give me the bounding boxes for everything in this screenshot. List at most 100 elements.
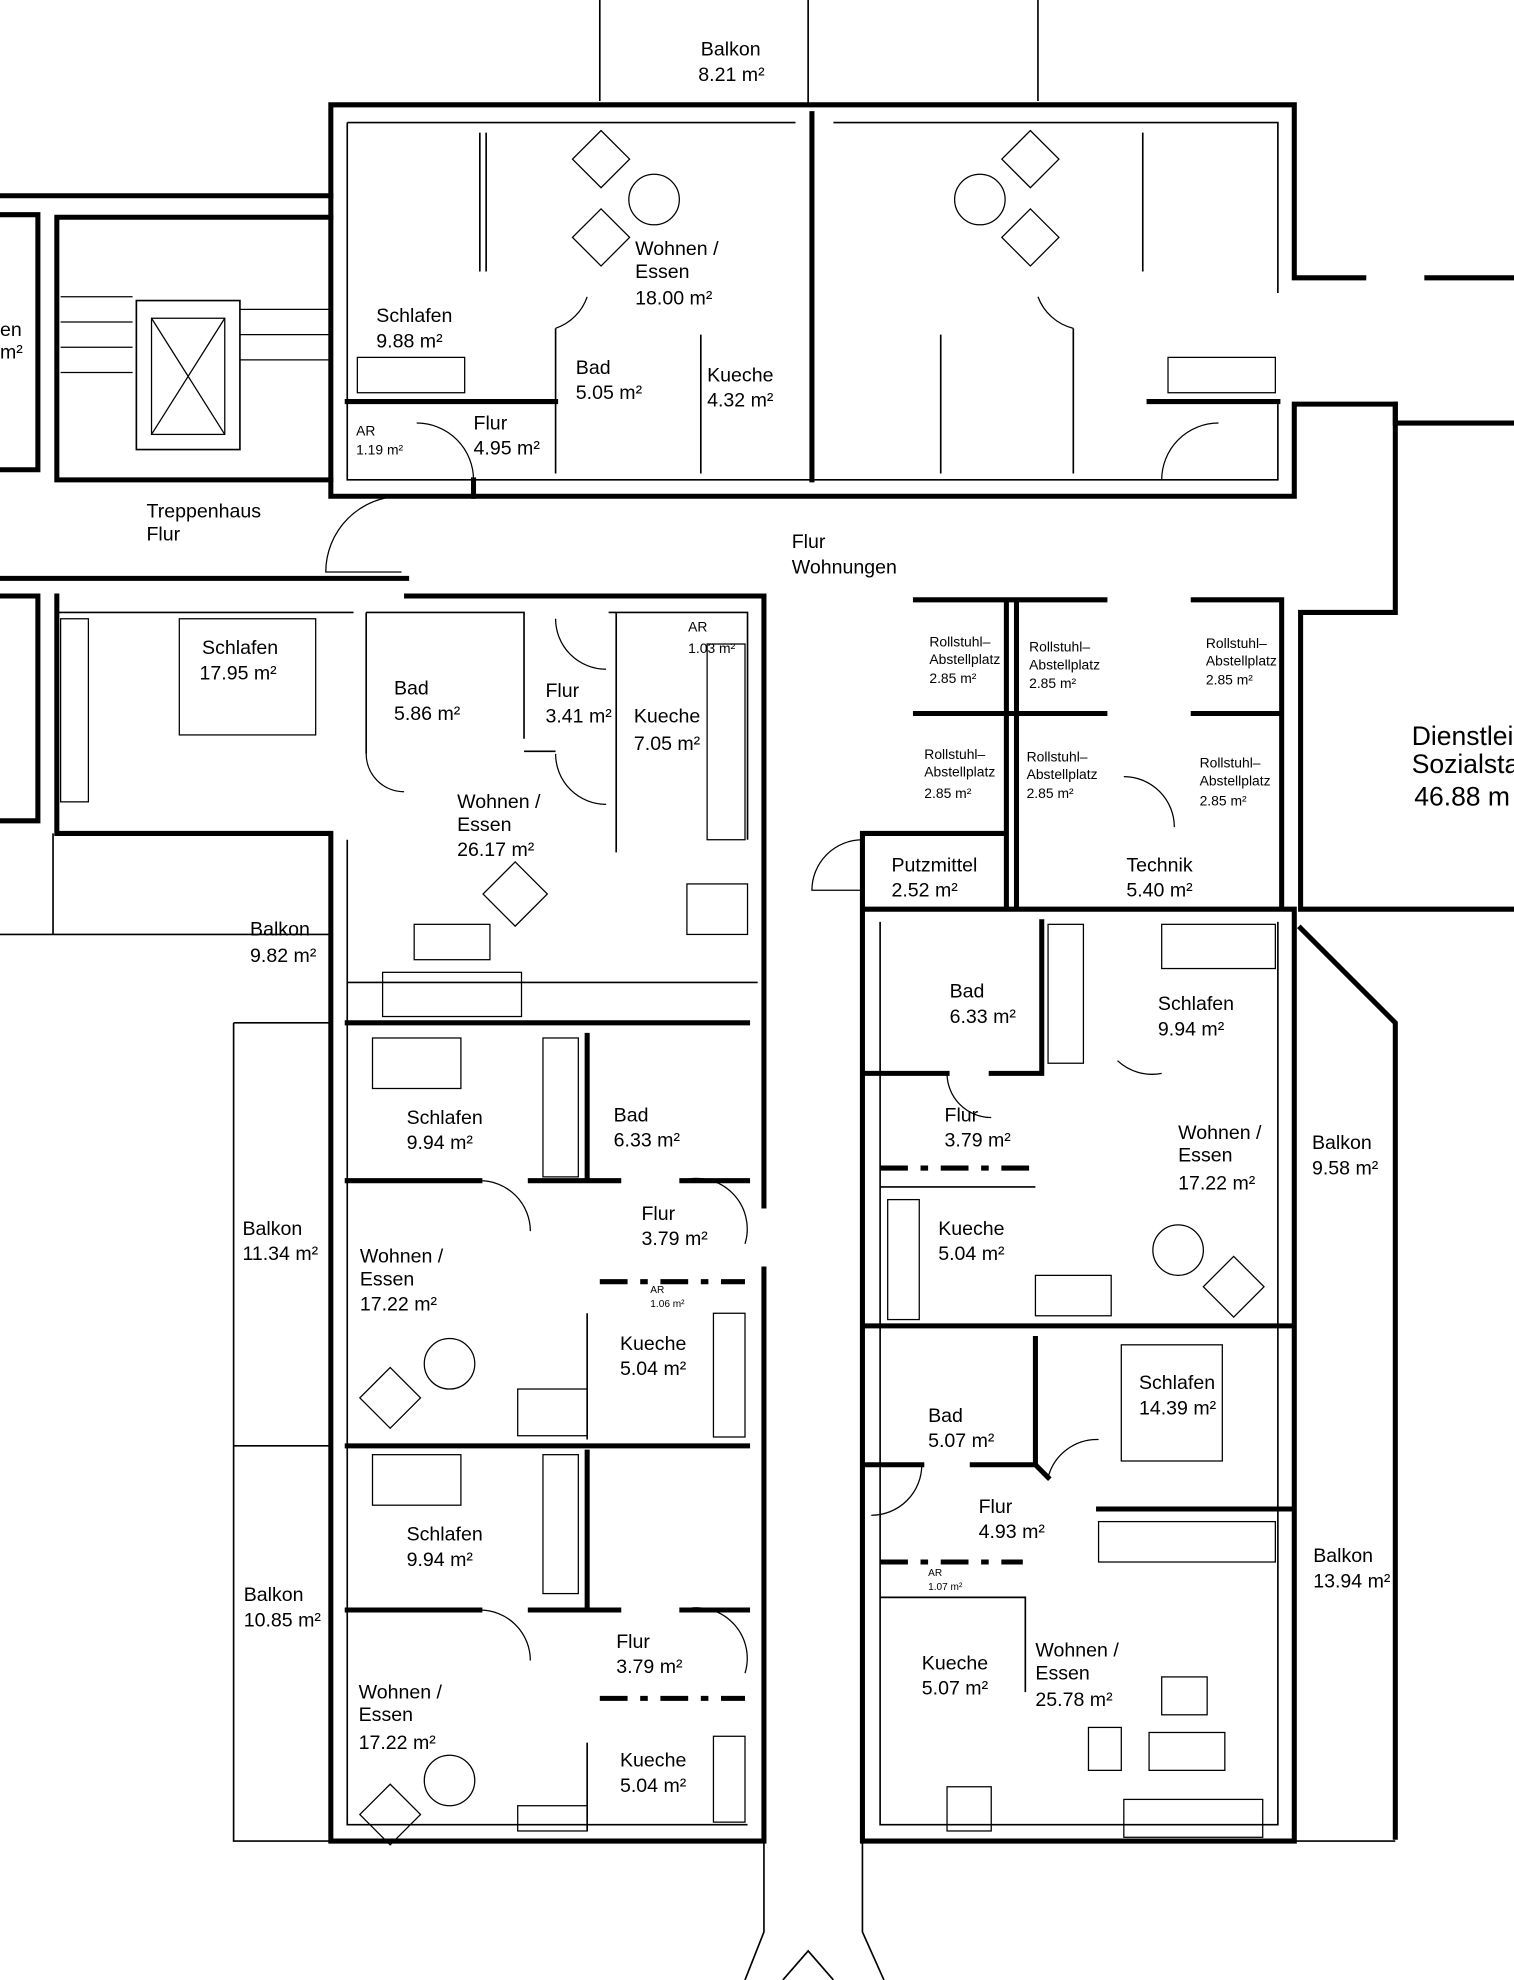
room-area: 5.07 m² bbox=[922, 1678, 989, 1700]
room-name: Technik bbox=[1126, 854, 1193, 876]
room-name: Essen bbox=[457, 814, 511, 836]
room-area: 2.85 m² bbox=[924, 785, 971, 801]
room-name: Balkon bbox=[701, 39, 761, 61]
room-area: 26.17 m² bbox=[457, 839, 535, 861]
room-area: 5.86 m² bbox=[394, 703, 461, 725]
room-name: Essen bbox=[1178, 1145, 1232, 1167]
room-name: AR bbox=[928, 1568, 942, 1579]
room-name: Balkon bbox=[244, 1584, 304, 1606]
room-name: Flur bbox=[641, 1203, 675, 1225]
room-name: Bad bbox=[614, 1104, 649, 1126]
room-area: 11.34 m² bbox=[242, 1243, 318, 1265]
room-area: 8.21 m² bbox=[698, 64, 765, 86]
room-name: Kueche bbox=[707, 364, 773, 386]
room-name: Essen bbox=[360, 1268, 414, 1290]
room-name: Balkon bbox=[1313, 1545, 1373, 1567]
room-name: en bbox=[0, 319, 22, 341]
room-area: 9.94 m² bbox=[407, 1549, 474, 1571]
room-name: Kueche bbox=[938, 1218, 1004, 1240]
room-area: 1.19 m² bbox=[356, 442, 403, 458]
room-area: 17.22 m² bbox=[360, 1294, 438, 1316]
room-name: Schlafen bbox=[407, 1524, 483, 1546]
room-name: Flur bbox=[545, 680, 579, 702]
room-name: Abstellplatz bbox=[929, 651, 1000, 667]
room-area: 9.94 m² bbox=[1158, 1018, 1225, 1040]
room-area: 9.94 m² bbox=[407, 1132, 474, 1154]
room-name: Bad bbox=[394, 678, 429, 700]
room-name: Rollstuhl– bbox=[1029, 639, 1090, 655]
room-name: Essen bbox=[359, 1704, 413, 1726]
room-area: 5.04 m² bbox=[938, 1243, 1005, 1265]
room-area: 3.41 m² bbox=[545, 705, 612, 727]
room-name: Kueche bbox=[620, 1750, 686, 1772]
room-name: Essen bbox=[635, 261, 689, 283]
room-area: 3.79 m² bbox=[641, 1228, 708, 1250]
room-name: Schlafen bbox=[1158, 993, 1234, 1015]
room-name: Flur bbox=[616, 1631, 650, 1653]
room-name: Wohnen / bbox=[1178, 1122, 1262, 1144]
room-name: Abstellplatz bbox=[1029, 656, 1100, 672]
room-area: 18.00 m² bbox=[635, 287, 713, 309]
room-name: Abstellplatz bbox=[1206, 652, 1277, 668]
room-area: 9.82 m² bbox=[250, 945, 317, 967]
room-area: 6.33 m² bbox=[614, 1130, 681, 1152]
room-area: 2.85 m² bbox=[1206, 671, 1253, 687]
room-name: AR bbox=[688, 618, 707, 634]
room-name: Schlafen bbox=[407, 1107, 483, 1129]
room-area: 2.52 m² bbox=[891, 880, 958, 902]
room-name: AR bbox=[356, 423, 375, 439]
room-area: 9.88 m² bbox=[376, 330, 443, 352]
room-name: Rollstuhl– bbox=[924, 746, 985, 762]
room-area: 5.07 m² bbox=[928, 1430, 995, 1452]
room-area: 46.88 m bbox=[1414, 782, 1510, 812]
room-labels: Balkon 8.21 m² en m² Wohnen / Essen 18.0… bbox=[0, 39, 1514, 1797]
room-name: Wohnen / bbox=[1035, 1640, 1119, 1662]
room-name: Abstellplatz bbox=[1027, 766, 1098, 782]
room-name: Abstellplatz bbox=[924, 764, 995, 780]
room-name: Putzmittel bbox=[891, 854, 977, 876]
room-area: 13.94 m² bbox=[1313, 1570, 1391, 1592]
room-area: 5.04 m² bbox=[620, 1775, 687, 1797]
room-name: Flur bbox=[474, 412, 508, 434]
room-area: 5.40 m² bbox=[1126, 880, 1193, 902]
room-name: Flur bbox=[792, 531, 826, 553]
room-area: 2.85 m² bbox=[929, 670, 976, 686]
room-name: Essen bbox=[1035, 1662, 1089, 1684]
room-area: 17.22 m² bbox=[1178, 1173, 1256, 1195]
room-area: 4.93 m² bbox=[979, 1521, 1046, 1543]
room-area: 3.79 m² bbox=[616, 1656, 683, 1678]
room-name: Bad bbox=[576, 357, 611, 379]
room-area: 17.22 m² bbox=[359, 1732, 437, 1754]
room-name: Kueche bbox=[634, 705, 700, 727]
room-name: Dienstlei bbox=[1412, 721, 1514, 751]
room-name: Rollstuhl– bbox=[1206, 635, 1267, 651]
room-name: Wohnen / bbox=[359, 1681, 443, 1703]
room-name: Kueche bbox=[922, 1652, 988, 1674]
room-area: 1.03 m² bbox=[688, 640, 735, 656]
room-area: 5.04 m² bbox=[620, 1358, 687, 1380]
room-name: Balkon bbox=[1312, 1132, 1372, 1154]
room-name: Treppenhaus bbox=[146, 501, 261, 523]
room-area: 7.05 m² bbox=[634, 733, 701, 755]
room-area: m² bbox=[0, 342, 23, 364]
furniture bbox=[59, 129, 1276, 1846]
room-name: Kueche bbox=[620, 1333, 686, 1355]
room-name: Balkon bbox=[242, 1218, 302, 1240]
room-name: Rollstuhl– bbox=[929, 634, 990, 650]
room-name: Wohnen / bbox=[360, 1246, 444, 1268]
room-name: Balkon bbox=[250, 919, 310, 941]
room-area: 4.32 m² bbox=[707, 390, 774, 412]
doors bbox=[325, 296, 1219, 1674]
room-area: 9.58 m² bbox=[1312, 1157, 1379, 1179]
room-name: Wohnen / bbox=[635, 238, 719, 260]
room-area: 4.95 m² bbox=[474, 438, 541, 460]
room-name: Abstellplatz bbox=[1200, 772, 1271, 788]
room-name: Schlafen bbox=[202, 637, 278, 659]
room-name: Flur bbox=[146, 523, 180, 545]
room-area: 17.95 m² bbox=[200, 662, 278, 684]
room-name: Schlafen bbox=[1139, 1372, 1215, 1394]
room-area: 2.85 m² bbox=[1027, 785, 1074, 801]
room-name: Bad bbox=[950, 981, 985, 1003]
